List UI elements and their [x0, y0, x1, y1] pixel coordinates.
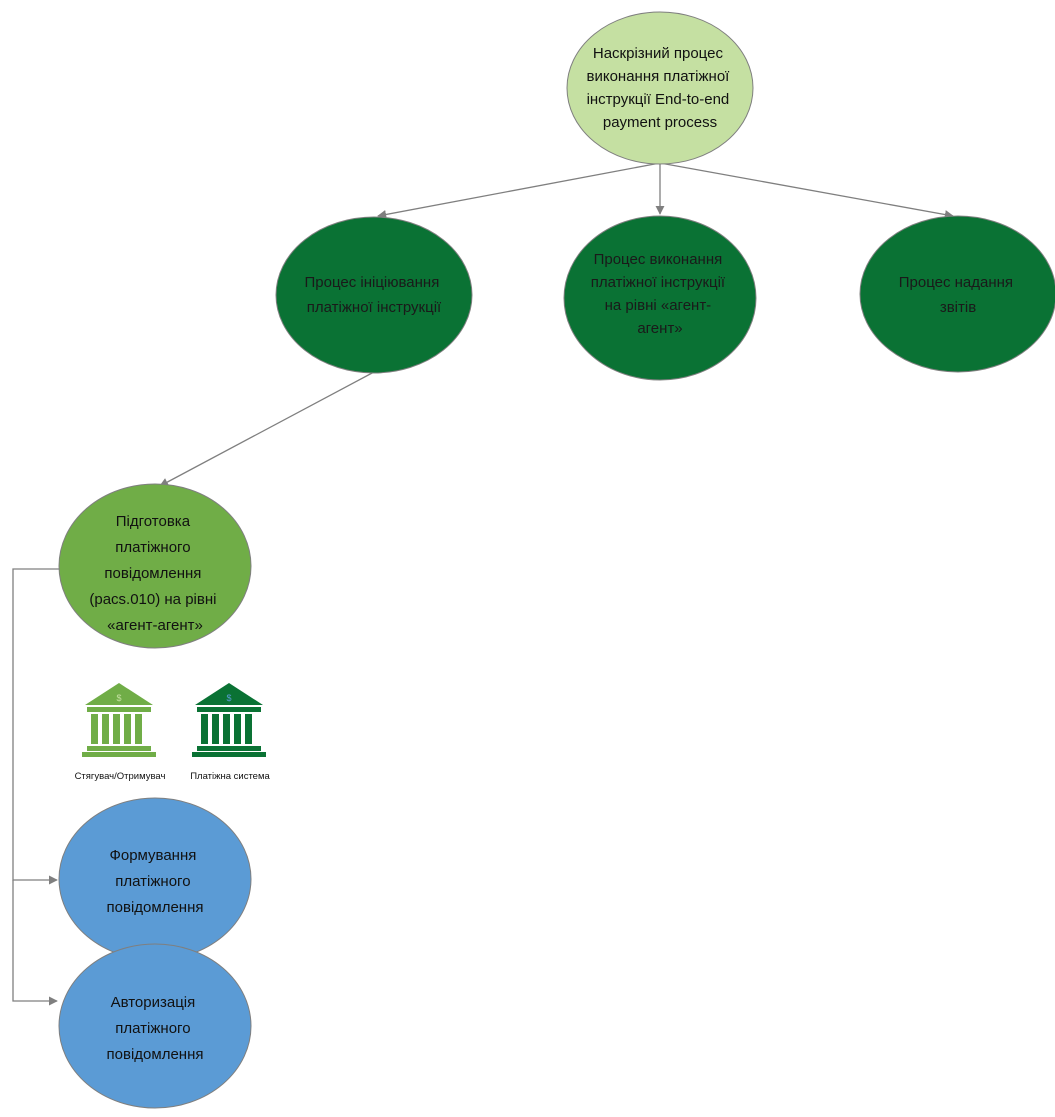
- connectors: [12, 162, 954, 1006]
- edge-initiation-preparation: [159, 371, 375, 487]
- node-formation-label: Формування платіжного повідомлення: [107, 847, 204, 916]
- edge-preparation-formation: [12, 568, 63, 885]
- collector-currency-symbol: $: [116, 693, 121, 703]
- node-message-authorization: Авторизація платіжного повідомлення: [58, 943, 252, 1109]
- node-authorization-label: Авторизація платіжного повідомлення: [107, 994, 204, 1063]
- node-execution-process: Процес виконання платіжної інструкції на…: [563, 215, 757, 381]
- edge-preparation-authorization: [12, 880, 58, 1006]
- node-initiation-label: Процес ініціювання платіжної інструкції: [304, 274, 443, 316]
- node-reports-process: Процес надання звітів: [859, 215, 1055, 373]
- node-preparation-label: Підготовка платіжного повідомлення (pacs…: [89, 513, 220, 634]
- payment-system-label: Платіжна система: [190, 771, 270, 782]
- node-initiation-process: Процес ініціювання платіжної інструкції: [275, 216, 473, 374]
- collector-bank-icon: $: [82, 683, 156, 757]
- node-execution-label: Процес виконання платіжної інструкції на…: [591, 251, 730, 337]
- edge-root-initiation: [377, 162, 661, 219]
- system-currency-symbol: $: [226, 693, 231, 703]
- edge-root-reports: [659, 162, 954, 220]
- node-message-preparation: Підготовка платіжного повідомлення (pacs…: [58, 483, 252, 649]
- node-end-to-end-label: Наскрізний процес виконання платіжної ін…: [587, 45, 734, 131]
- node-end-to-end-process: Наскрізний процес виконання платіжної ін…: [566, 11, 754, 165]
- collector-receiver-label: Стягувач/Отримувач: [75, 771, 166, 782]
- payment-system-bank-icon: $: [192, 683, 266, 757]
- node-reports-label: Процес надання звітів: [899, 274, 1017, 316]
- node-message-formation: Формування платіжного повідомлення: [58, 797, 252, 961]
